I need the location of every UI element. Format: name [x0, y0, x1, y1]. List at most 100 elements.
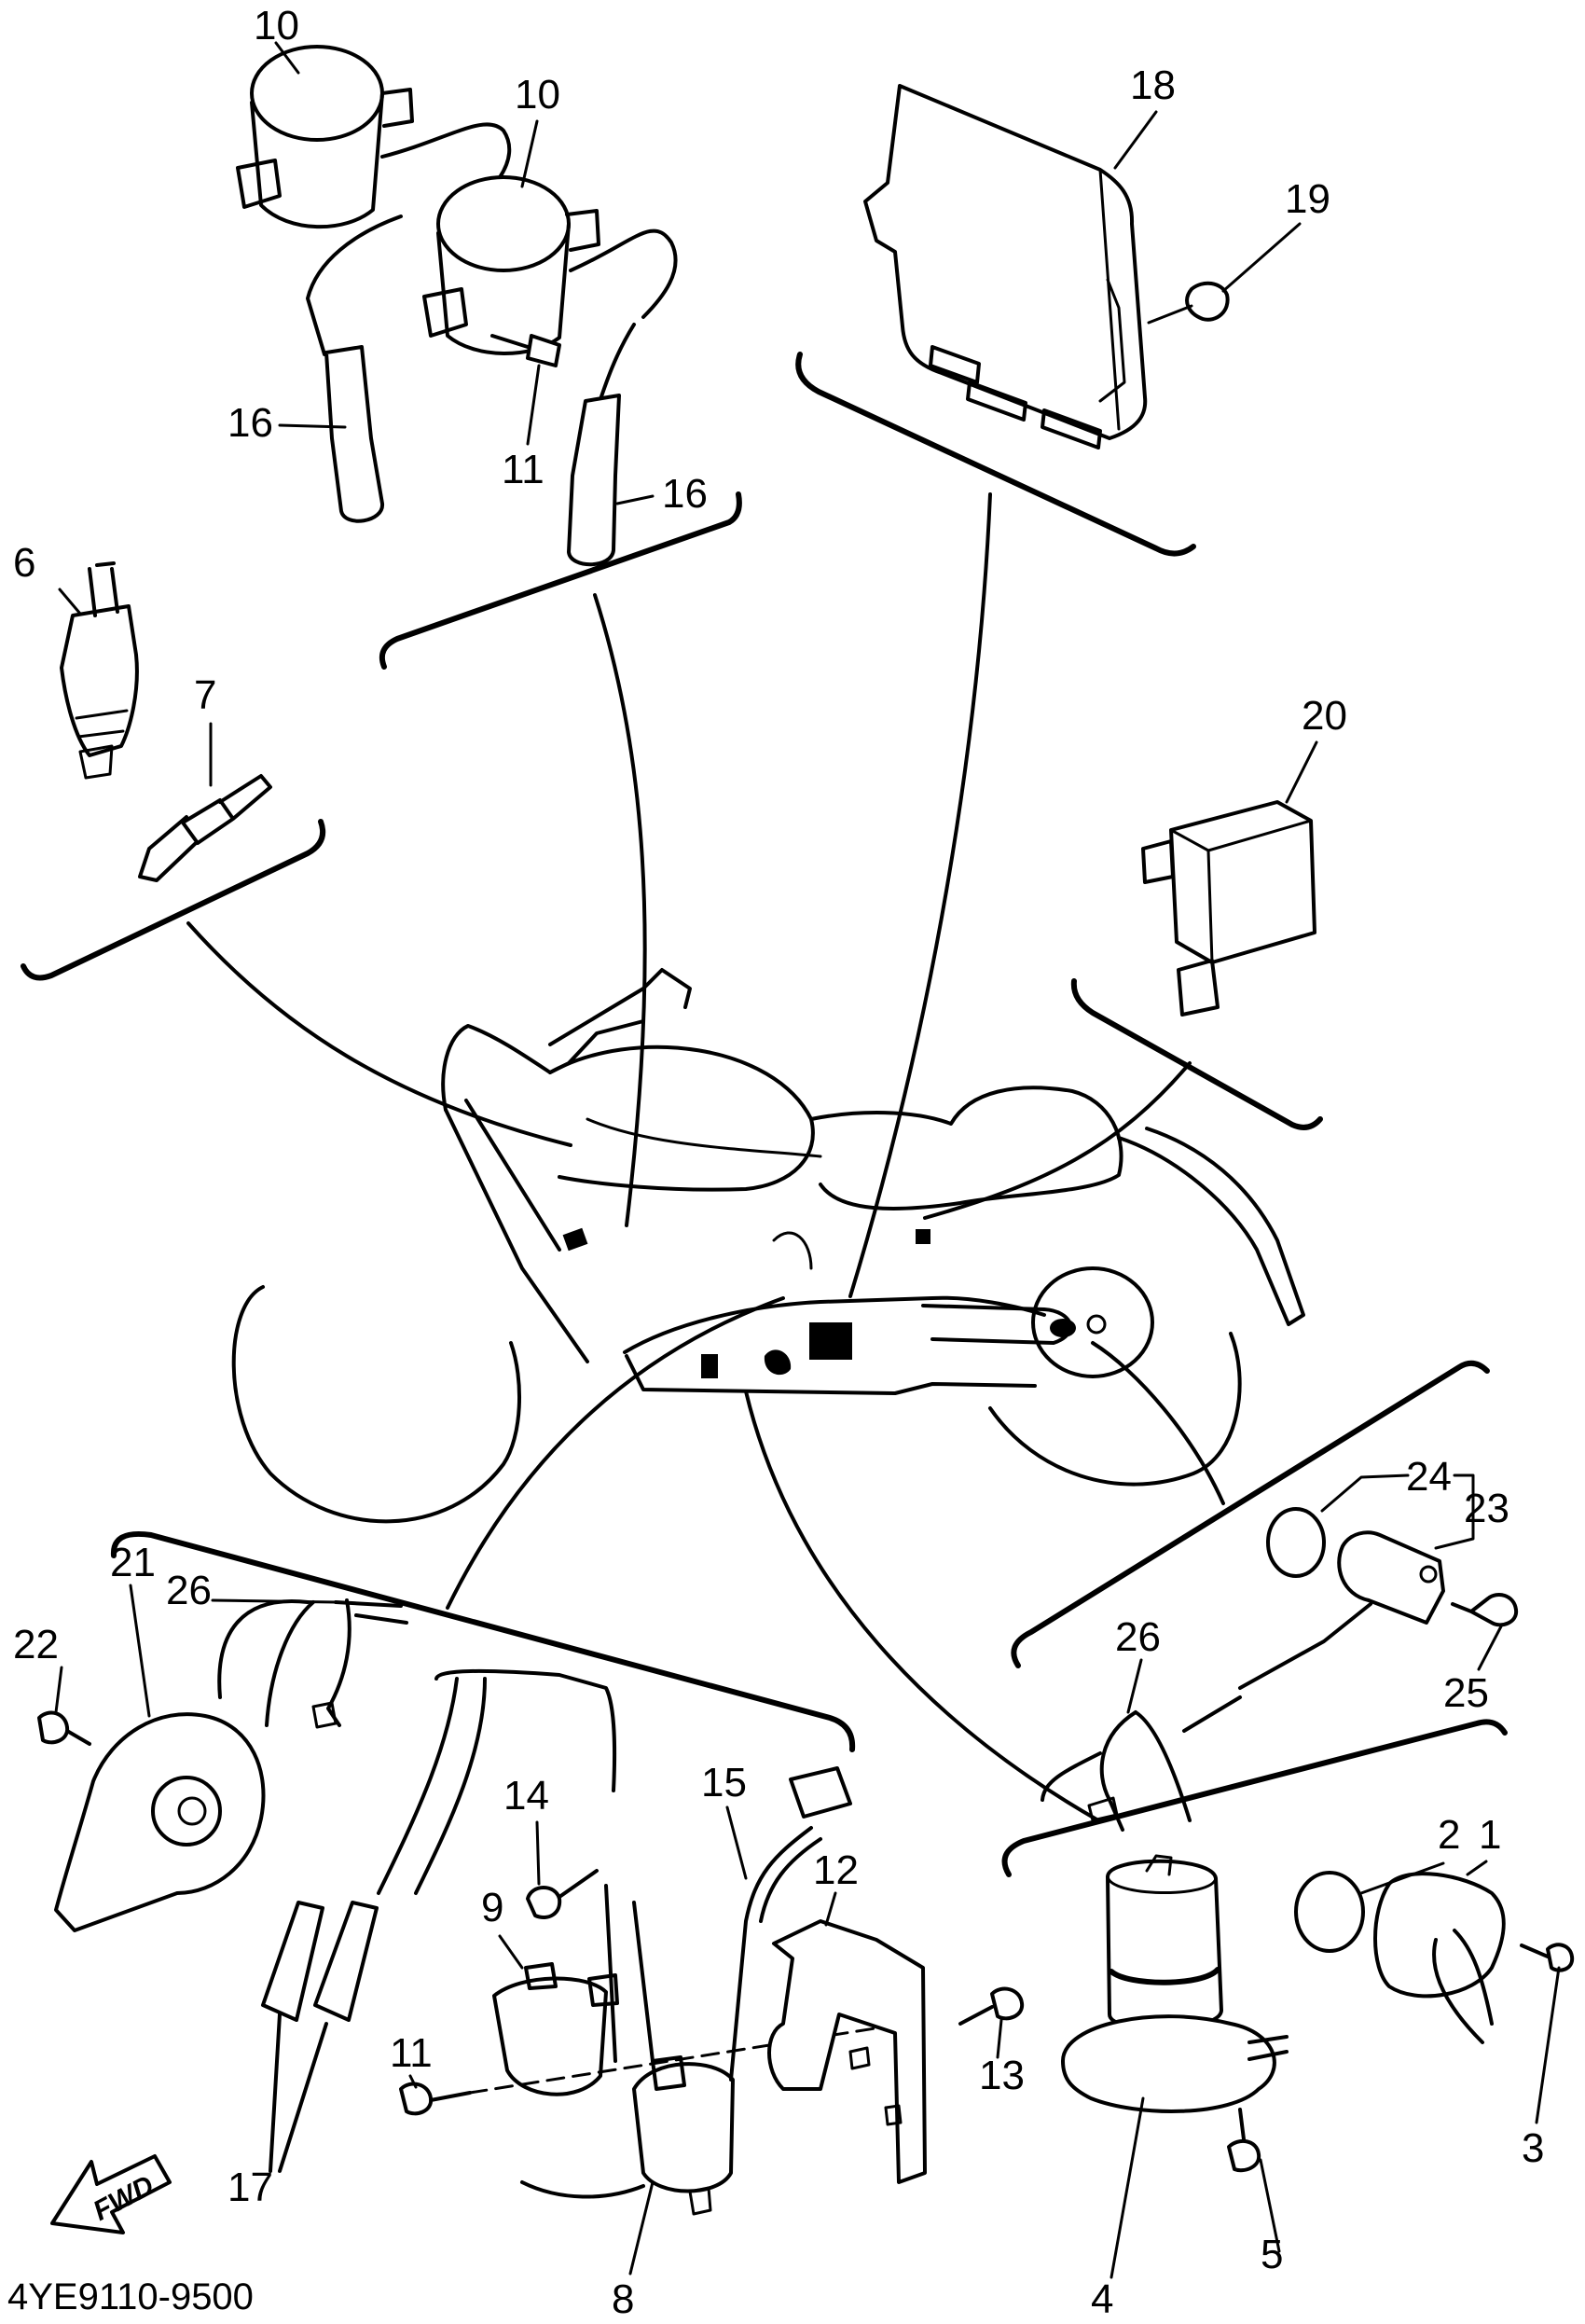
horn-hub — [177, 1796, 207, 1826]
bracket-slot — [848, 2046, 903, 2126]
callout-12: 12 — [813, 1847, 859, 1893]
bracket-ignition-coils — [379, 491, 742, 670]
harness-wire — [729, 1826, 822, 2082]
handlebar — [548, 968, 692, 1046]
connector-icon — [1087, 1796, 1119, 1822]
gasket-icon — [1294, 1871, 1365, 1953]
screw-icon — [1520, 1943, 1575, 1972]
leader-fuel-pump — [744, 1390, 1100, 1822]
coil-lead-8 — [520, 1884, 655, 2199]
spark-plug-cap-icon — [261, 1901, 324, 2022]
bolt-icon — [958, 1986, 1025, 2026]
callout-1: 1 — [1479, 1812, 1501, 1858]
bolt-icon — [1451, 1593, 1519, 1627]
relay-tab — [1141, 839, 1220, 1017]
bolt-icon — [490, 334, 561, 367]
fuel-pump-group — [1061, 1854, 1575, 2173]
callout-5: 5 — [1261, 2232, 1283, 2277]
leader-ignition-coils — [593, 593, 647, 1227]
callout-17: 17 — [227, 2165, 273, 2210]
callout-13: 13 — [979, 2053, 1025, 2098]
connector-icon — [789, 1766, 852, 1819]
horn-center — [151, 1776, 222, 1847]
group-brackets — [21, 352, 1508, 1877]
front-fork — [444, 1099, 589, 1363]
ignition-coil-icon — [492, 1976, 608, 2096]
sensor-group-left — [60, 561, 272, 882]
callout-24: 24 — [1406, 1454, 1452, 1500]
callout-leaders — [54, 41, 1561, 2279]
callout-9: 9 — [481, 1885, 503, 1930]
callout-21: 21 — [110, 1540, 156, 1585]
bolt-icon — [1227, 2108, 1261, 2173]
rear-hub — [1031, 1266, 1154, 1378]
callout-10: 10 — [515, 72, 560, 118]
lead-clip — [1099, 1710, 1192, 1832]
ignition-coil-icon — [632, 2062, 735, 2193]
ecu-group — [863, 84, 1230, 450]
callout-26: 26 — [166, 1568, 212, 1613]
callout-2: 2 — [1438, 1812, 1460, 1858]
sender-wire — [1432, 1929, 1494, 2044]
speed-sensor-hole — [1419, 1565, 1438, 1584]
ecu-edge — [1098, 168, 1126, 431]
horn-group — [37, 1598, 408, 1932]
bolt-icon — [37, 1710, 91, 1746]
leader-ecu — [848, 492, 992, 1298]
part-code: 4YE9110-9500 — [7, 2276, 254, 2317]
rear-axle — [1086, 1314, 1107, 1335]
callout-15: 15 — [701, 1760, 747, 1805]
nut-leader — [1147, 304, 1193, 325]
nut-icon — [1185, 281, 1230, 322]
seat — [809, 1086, 1123, 1210]
headlight-cowl — [441, 1019, 645, 1112]
callout-23: 23 — [1464, 1486, 1509, 1531]
relay-mark — [916, 1229, 930, 1244]
ignition-coil-group — [236, 45, 678, 567]
front-wheel — [231, 1285, 522, 1524]
speed-sensor-icon — [1337, 1530, 1445, 1625]
motorcycle-outline — [231, 968, 1305, 1524]
coil-mark — [562, 1227, 588, 1252]
leader-speed-sensor — [1091, 1341, 1225, 1505]
callout-8: 8 — [612, 2276, 634, 2322]
relay-group — [1141, 800, 1316, 1017]
callout-14: 14 — [503, 1773, 549, 1819]
coil-tab-8 — [651, 2055, 686, 2091]
rectifier-mark — [701, 1354, 718, 1378]
callout-7: 7 — [194, 672, 216, 718]
bracket-icon — [767, 1919, 927, 2184]
spark-plug-cap-icon — [567, 394, 621, 567]
spark-plug-cap-icon — [324, 345, 384, 523]
callout-11: 11 — [502, 447, 544, 492]
pump-outlet — [1247, 2035, 1289, 2061]
sensor-blob — [1050, 1319, 1076, 1337]
speed-sensor-group — [1041, 1507, 1519, 1832]
bracket-relay — [1070, 978, 1323, 1130]
callout-6: 6 — [13, 540, 35, 586]
o-ring-icon — [1266, 1507, 1326, 1578]
bracket-speed-sensor — [1011, 1360, 1490, 1668]
coil-body-2 — [436, 222, 571, 355]
sender-plate-icon — [1373, 1872, 1506, 1999]
callout-26: 26 — [1115, 1614, 1161, 1660]
temp-sensor-icon — [138, 774, 272, 882]
coil-tab-9 — [524, 1962, 619, 2007]
fwd-arrow-icon — [50, 2154, 172, 2234]
thermo-switch-thread — [75, 709, 129, 780]
callout-19: 19 — [1285, 176, 1330, 222]
callout-10: 10 — [254, 3, 299, 48]
bolt-icon — [399, 2082, 472, 2116]
pump-band — [1109, 1967, 1220, 1985]
connector-icon — [311, 1701, 338, 1729]
spark-plug-cap-icon — [313, 1901, 379, 2022]
rear-wheel — [988, 1332, 1242, 1487]
callout-25: 25 — [1443, 1670, 1489, 1716]
callout-16: 16 — [662, 471, 708, 517]
callout-16: 16 — [227, 400, 273, 446]
hv-leads-lower — [377, 1668, 617, 1895]
callout-22: 22 — [13, 1622, 59, 1667]
callout-3: 3 — [1522, 2125, 1544, 2171]
leader-lines — [186, 492, 1225, 1822]
